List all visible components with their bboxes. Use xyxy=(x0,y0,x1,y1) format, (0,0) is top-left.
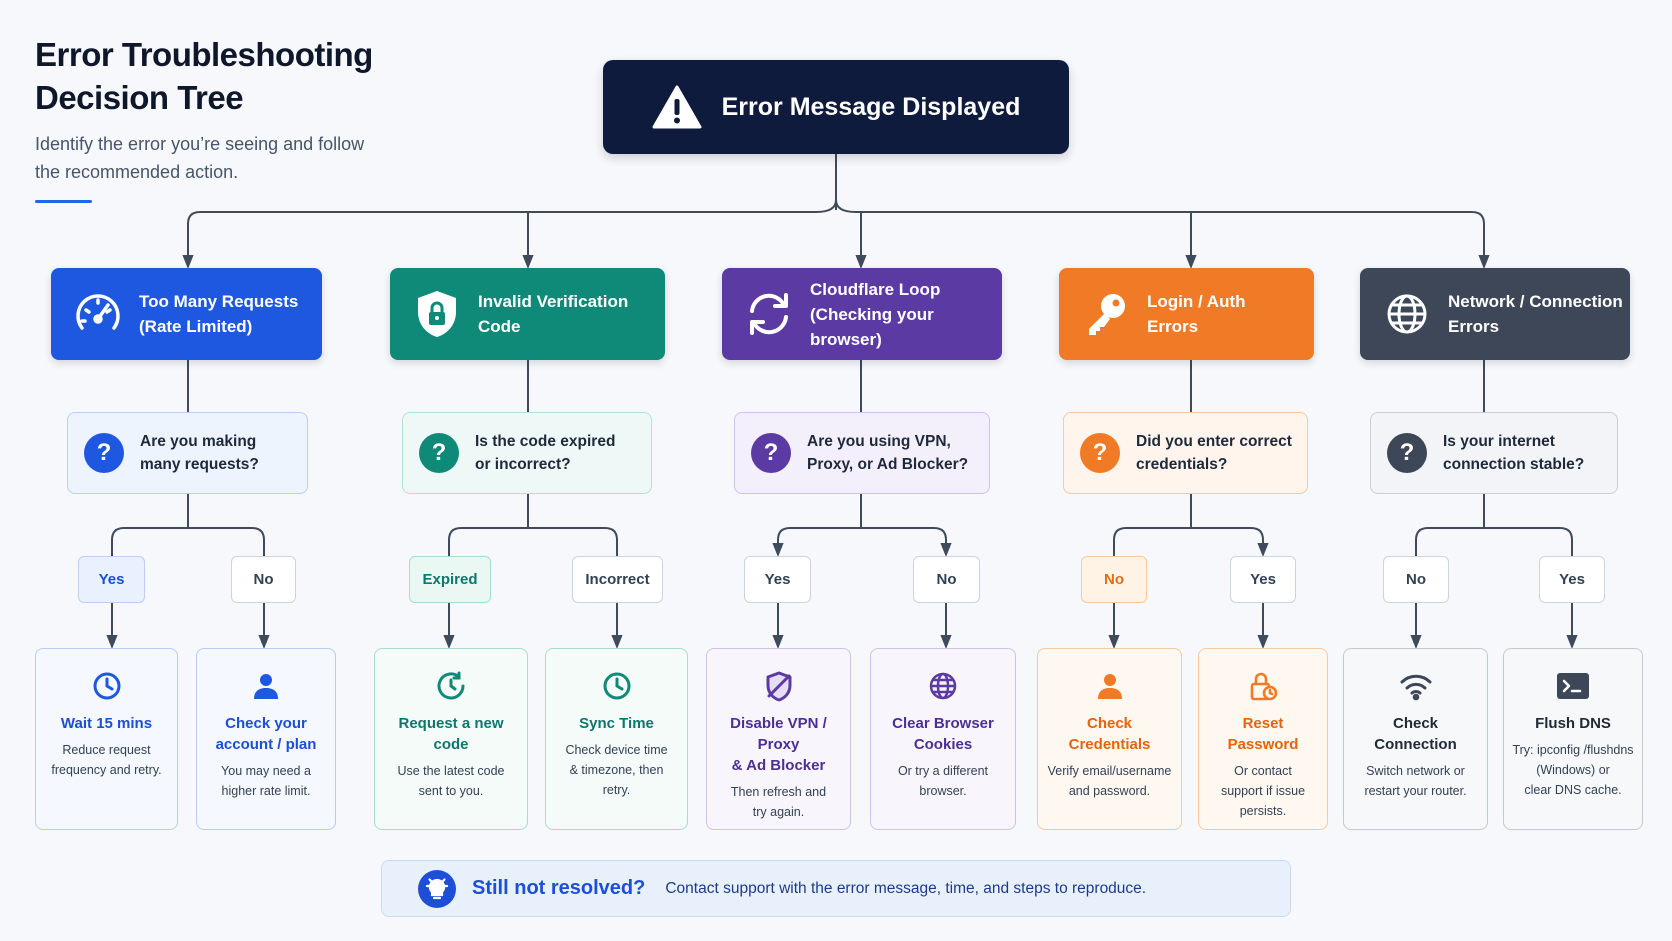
question-rate-limited[interactable]: ? Are you making many requests? xyxy=(67,412,308,494)
option-yes[interactable]: Yes xyxy=(78,556,145,603)
action-wait-15-mins[interactable]: Wait 15 mins Reduce request frequency an… xyxy=(35,648,178,830)
user-icon xyxy=(249,669,283,703)
option-no[interactable]: No xyxy=(1383,556,1449,603)
action-title: Disable VPN / Proxy & Ad Blocker xyxy=(730,715,827,774)
action-description: Try: ipconfig /flushdns (Windows) or cle… xyxy=(1512,743,1634,797)
root-node[interactable]: Error Message Displayed xyxy=(603,60,1069,154)
action-description: Or try a different browser. xyxy=(897,764,989,798)
option-expired[interactable]: Expired xyxy=(409,556,491,603)
globe-icon xyxy=(1380,287,1434,341)
action-check-credentials[interactable]: Check Credentials Verify email/username … xyxy=(1037,648,1182,830)
option-yes[interactable]: Yes xyxy=(1230,556,1296,603)
action-clear-cookies[interactable]: Clear Browser Cookies Or try a different… xyxy=(870,648,1016,830)
category-label: Cloudflare Loop (Checking your browser) xyxy=(810,279,941,349)
root-label: Error Message Displayed xyxy=(721,92,1021,121)
action-description: Or contact support if issue persists. xyxy=(1220,764,1306,818)
action-check-connection[interactable]: Check Connection Switch network or resta… xyxy=(1343,648,1488,830)
option-no[interactable]: No xyxy=(1081,556,1147,603)
action-check-account[interactable]: Check your account / plan You may need a… xyxy=(196,648,336,830)
question-icon: ? xyxy=(1387,433,1427,473)
option-no[interactable]: No xyxy=(231,556,296,603)
refresh-loop-icon xyxy=(742,287,796,341)
category-invalid-code[interactable]: Invalid Verification Code xyxy=(390,268,665,360)
action-title: Wait 15 mins xyxy=(60,715,153,732)
action-description: Verify email/username and password. xyxy=(1047,764,1172,798)
option-incorrect[interactable]: Incorrect xyxy=(572,556,663,603)
wifi-icon xyxy=(1399,669,1433,703)
action-title: Request a new code xyxy=(398,715,504,753)
question-label: Are you making many requests? xyxy=(140,433,259,473)
warning-triangle-icon xyxy=(652,84,702,130)
category-label: Network / Connection Errors xyxy=(1448,292,1623,336)
question-icon: ? xyxy=(751,433,791,473)
page-subtitle: Identify the error you’re seeing and fol… xyxy=(35,134,365,182)
action-description: Reduce request frequency and retry. xyxy=(51,743,162,777)
question-icon: ? xyxy=(84,433,124,473)
action-reset-password[interactable]: Reset Password Or contact support if iss… xyxy=(1198,648,1328,830)
question-invalid-code[interactable]: ? Is the code expired or incorrect? xyxy=(402,412,652,494)
action-description: Check device time & timezone, then retry… xyxy=(565,743,668,797)
footer-title: Still not resolved? xyxy=(472,877,646,899)
action-title: Check your account / plan xyxy=(215,715,317,753)
question-network[interactable]: ? Is your internet connection stable? xyxy=(1370,412,1618,494)
terminal-icon xyxy=(1556,669,1590,703)
category-label: Login / Auth Errors xyxy=(1147,292,1246,336)
action-title: Check Connection xyxy=(1374,715,1457,753)
category-rate-limited[interactable]: Too Many Requests (Rate Limited) xyxy=(51,268,322,360)
title-underline xyxy=(35,200,92,203)
question-label: Is the code expired or incorrect? xyxy=(475,433,616,473)
question-label: Did you enter correct credentials? xyxy=(1136,433,1292,473)
footer-text: Contact support with the error message, … xyxy=(665,879,1147,897)
clock-refresh-icon xyxy=(434,669,468,703)
footer-banner: Still not resolved? Contact support with… xyxy=(381,860,1291,917)
option-yes[interactable]: Yes xyxy=(744,556,811,603)
page-title: Error Troubleshooting Decision Tree xyxy=(35,36,373,116)
action-title: Flush DNS xyxy=(1535,715,1611,732)
action-title: Sync Time xyxy=(579,715,654,732)
action-title: Clear Browser Cookies xyxy=(892,715,994,753)
action-description: Then refresh and try again. xyxy=(730,785,827,819)
category-network[interactable]: Network / Connection Errors xyxy=(1360,268,1630,360)
category-cloudflare-loop[interactable]: Cloudflare Loop (Checking your browser) xyxy=(722,268,1002,360)
shield-off-icon xyxy=(762,669,796,703)
key-icon xyxy=(1079,287,1133,341)
clock-icon xyxy=(90,669,124,703)
option-yes[interactable]: Yes xyxy=(1539,556,1605,603)
option-no[interactable]: No xyxy=(913,556,980,603)
category-label: Invalid Verification Code xyxy=(478,292,629,336)
shield-lock-icon xyxy=(410,287,464,341)
question-label: Are you using VPN, Proxy, or Ad Blocker? xyxy=(807,433,969,473)
clock-icon xyxy=(600,669,634,703)
question-icon: ? xyxy=(419,433,459,473)
question-label: Is your internet connection stable? xyxy=(1443,433,1585,473)
action-title: Check Credentials xyxy=(1068,715,1151,753)
action-disable-vpn[interactable]: Disable VPN / Proxy & Ad Blocker Then re… xyxy=(706,648,851,830)
action-title: Reset Password xyxy=(1227,715,1299,753)
category-login-auth[interactable]: Login / Auth Errors xyxy=(1059,268,1314,360)
question-login-auth[interactable]: ? Did you enter correct credentials? xyxy=(1063,412,1308,494)
action-sync-time[interactable]: Sync Time Check device time & timezone, … xyxy=(545,648,688,830)
lightbulb-icon xyxy=(418,869,456,908)
category-label: Too Many Requests (Rate Limited) xyxy=(139,292,299,336)
globe-icon xyxy=(926,669,960,703)
action-description: Switch network or restart your router. xyxy=(1364,764,1467,798)
user-icon xyxy=(1093,669,1127,703)
question-icon: ? xyxy=(1080,433,1120,473)
action-request-new-code[interactable]: Request a new code Use the latest code s… xyxy=(374,648,528,830)
speedometer-icon xyxy=(71,287,125,341)
action-description: Use the latest code sent to you. xyxy=(397,764,505,798)
lock-reset-icon xyxy=(1246,669,1280,703)
action-description: You may need a higher rate limit. xyxy=(221,764,311,798)
question-cloudflare-loop[interactable]: ? Are you using VPN, Proxy, or Ad Blocke… xyxy=(734,412,990,494)
action-flush-dns[interactable]: Flush DNS Try: ipconfig /flushdns (Windo… xyxy=(1503,648,1643,830)
